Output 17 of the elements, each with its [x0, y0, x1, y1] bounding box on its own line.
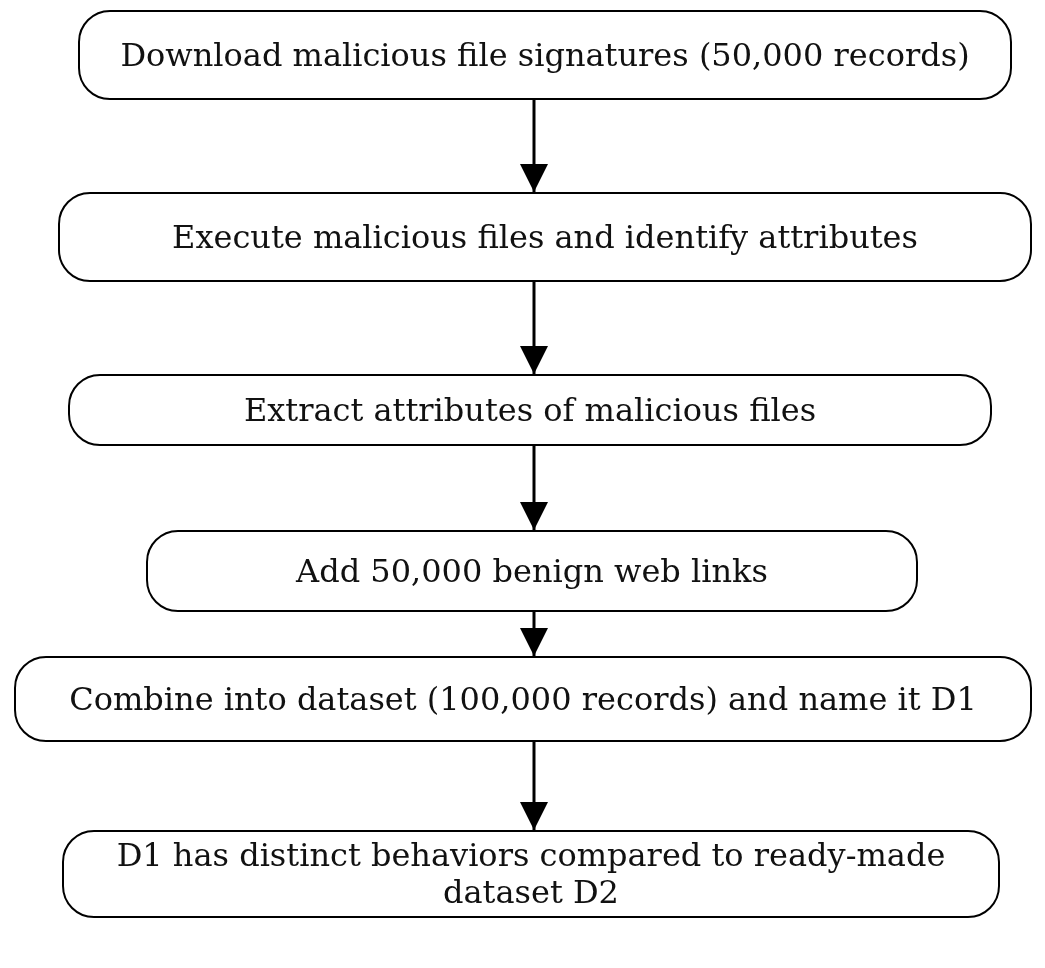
step-text: Extract attributes of malicious files: [243, 391, 817, 429]
step-text: Execute malicious files and identify attributes: [172, 218, 918, 256]
step-text: Add 50,000 benign web links: [296, 552, 768, 590]
step-text: D1 has distinct behaviors compared to ready-made dataset D2: [115, 837, 947, 911]
step-text: Combine into dataset (100,000 records) and name it D1: [69, 680, 977, 718]
step-text: Download malicious file signatures (50,000 records): [120, 36, 970, 74]
process-box: [58, 192, 1032, 282]
arrow: [520, 100, 548, 192]
process-box: [14, 656, 1032, 742]
process-box: [78, 10, 1012, 100]
arrow: [520, 282, 548, 374]
arrow: [520, 446, 548, 530]
arrow: [520, 742, 548, 830]
process-box: [146, 530, 918, 612]
process-box: [68, 374, 992, 446]
arrow: [520, 612, 548, 656]
process-box: [62, 830, 1000, 918]
